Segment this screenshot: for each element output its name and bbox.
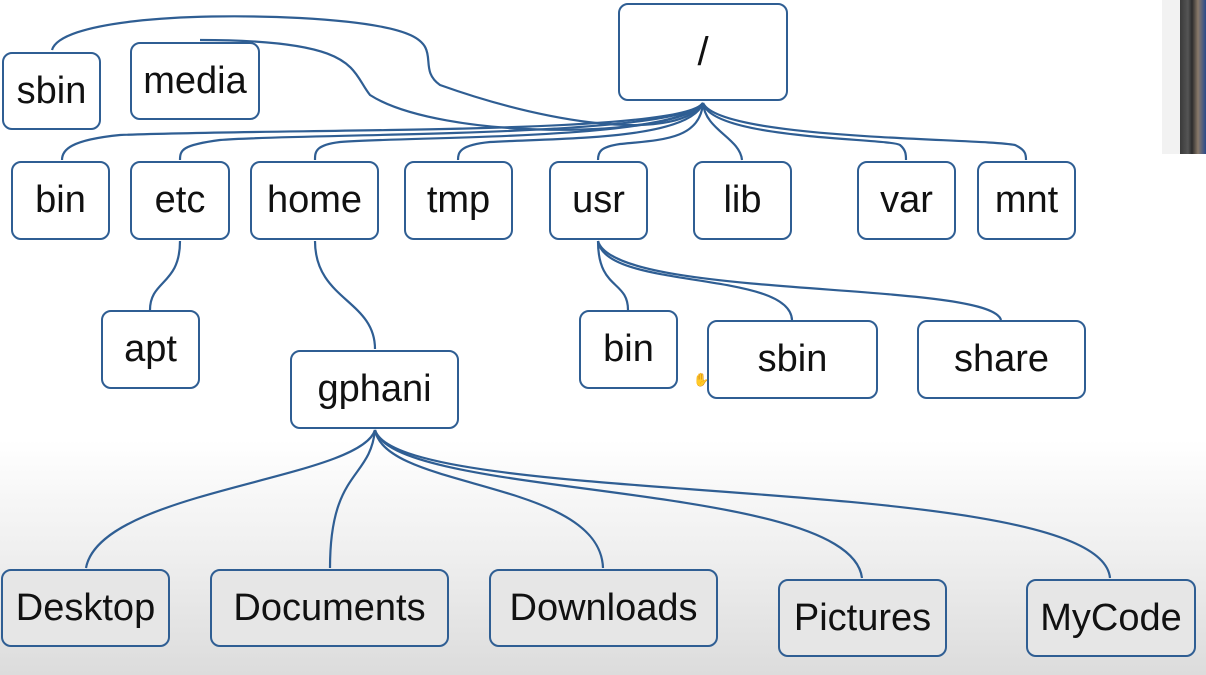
edge-gphani-desktop: [84, 429, 377, 569]
node-documents[interactable]: Documents: [210, 569, 449, 647]
hand-cursor-icon: ✋: [693, 372, 710, 387]
node-usr-sbin[interactable]: sbin: [707, 320, 878, 399]
node-lib[interactable]: lib: [693, 161, 792, 240]
edge-root-var: [701, 102, 908, 161]
node-usr[interactable]: usr: [549, 161, 648, 240]
edge-gphani-pictures: [373, 429, 864, 579]
edge-root-mnt: [702, 102, 1028, 161]
node-pictures[interactable]: Pictures: [778, 579, 947, 657]
edge-gphani-documents: [328, 429, 377, 569]
node-etc[interactable]: etc: [130, 161, 230, 240]
edge-root-usr: [596, 102, 705, 161]
edge-root-lib: [701, 102, 744, 161]
edge-home-gphani: [313, 240, 377, 350]
node-bin[interactable]: bin: [11, 161, 110, 240]
node-mnt[interactable]: mnt: [977, 161, 1076, 240]
edge-usr-bin: [596, 240, 630, 311]
edge-root-etc: [178, 102, 704, 161]
edge-gphani-downloads: [373, 429, 605, 569]
node-var[interactable]: var: [857, 161, 956, 240]
webcam-thumbnail: [1162, 0, 1206, 154]
node-tmp[interactable]: tmp: [404, 161, 513, 240]
node-root[interactable]: /: [618, 3, 788, 101]
node-downloads[interactable]: Downloads: [489, 569, 718, 647]
edge-usr-share: [596, 240, 1003, 321]
node-home[interactable]: home: [250, 161, 379, 240]
node-usr-share[interactable]: share: [917, 320, 1086, 399]
node-desktop[interactable]: Desktop: [1, 569, 170, 647]
node-apt[interactable]: apt: [101, 310, 200, 389]
edge-root-bin: [60, 102, 704, 161]
edge-etc-apt: [148, 240, 182, 311]
node-sbin[interactable]: sbin: [2, 52, 101, 130]
edge-usr-sbin: [596, 240, 794, 321]
edge-root-home: [313, 102, 704, 161]
node-mycode[interactable]: MyCode: [1026, 579, 1196, 657]
edge-root-tmp: [456, 102, 705, 161]
node-usr-bin[interactable]: bin: [579, 310, 678, 389]
edge-gphani-mycode: [373, 429, 1112, 579]
node-media[interactable]: media: [130, 42, 260, 120]
node-gphani[interactable]: gphani: [290, 350, 459, 429]
